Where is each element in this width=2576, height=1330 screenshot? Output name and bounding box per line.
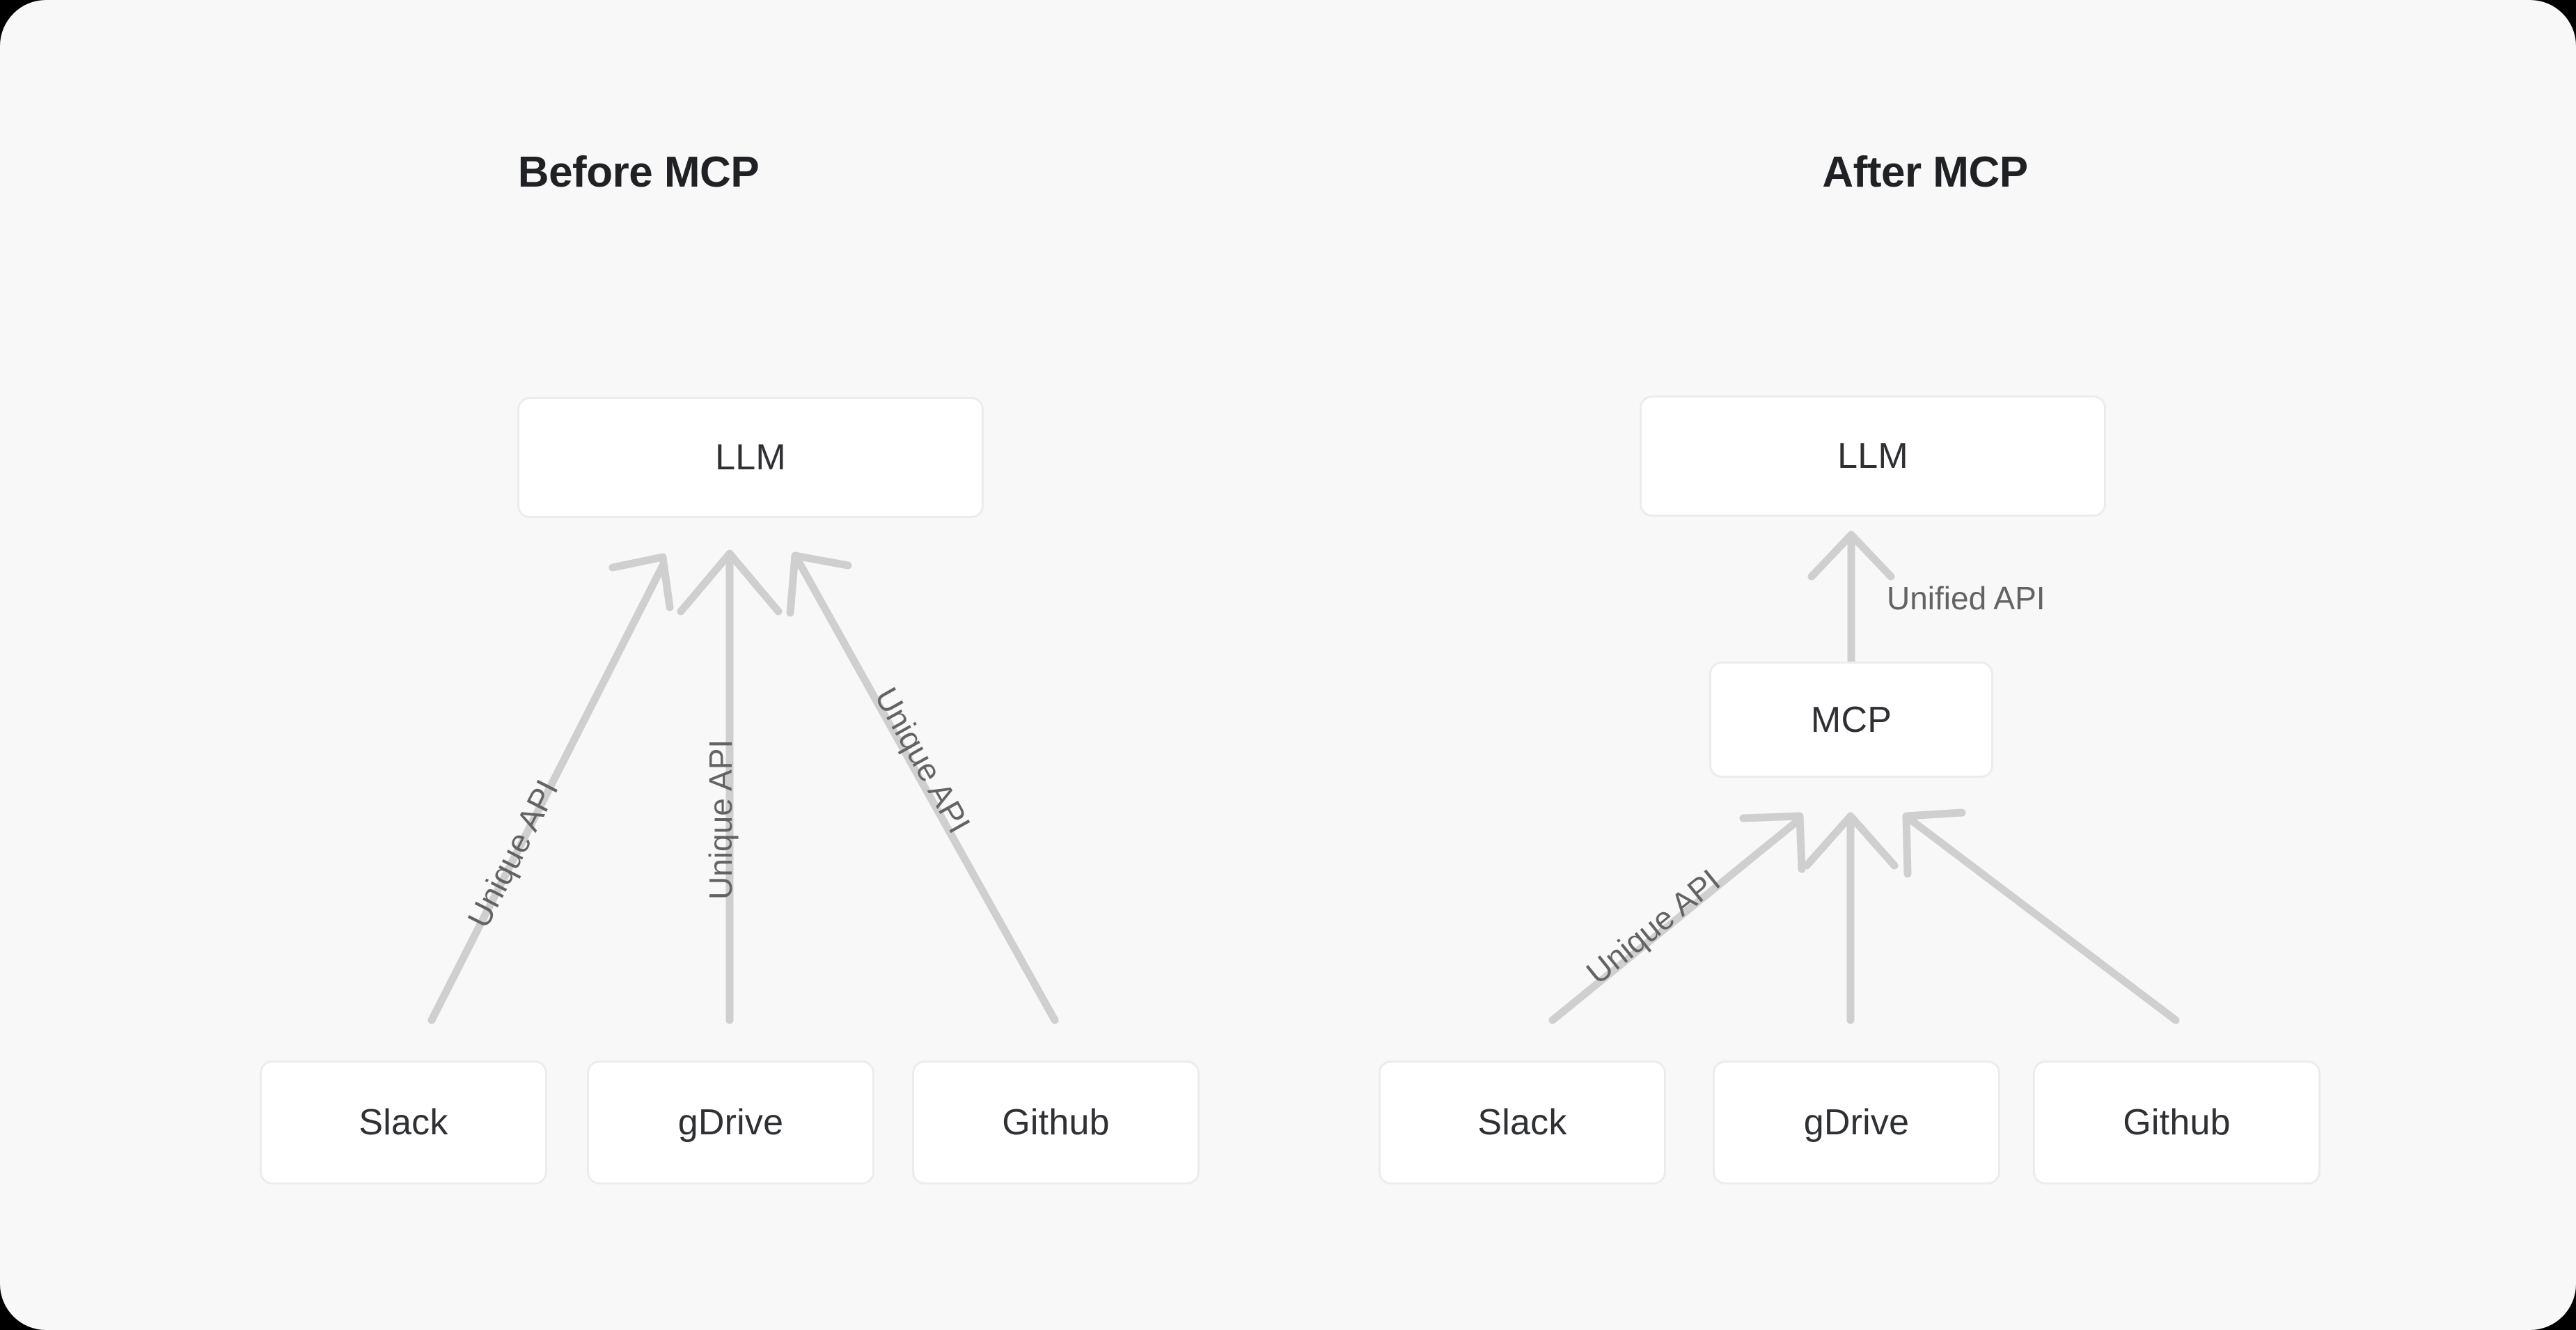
- edge-label-github-to-llm: Unique API: [867, 681, 978, 839]
- node-llm-after[interactable]: LLM: [1640, 396, 2106, 517]
- edge-line-github-to-mcp: [1909, 817, 2180, 1024]
- panel-title-before: Before MCP: [517, 148, 760, 196]
- node-github-after[interactable]: Github: [2033, 1061, 2320, 1184]
- edge-arrowhead-gdrive-to-mcp: [1803, 812, 1899, 870]
- edge-label-slack-to-mcp: Unique API: [1579, 861, 1727, 992]
- node-github-before[interactable]: Github: [912, 1061, 1200, 1184]
- panel-before-mcp: Before MCP Unique API Unique API Unique …: [260, 148, 1200, 1184]
- node-llm-before[interactable]: LLM: [517, 397, 984, 518]
- edge-label-gdrive-to-llm: Unique API: [702, 739, 739, 900]
- panel-title-after: After MCP: [1822, 148, 2028, 196]
- edge-arrowhead-slack-to-mcp: [1739, 812, 1806, 873]
- node-gdrive-before[interactable]: gDrive: [587, 1061, 874, 1184]
- edge-arrowhead-github-to-llm: [786, 551, 852, 617]
- edge-arrowhead-github-to-mcp: [1902, 808, 1966, 878]
- edge-label-slack-to-llm: Unique API: [460, 774, 565, 934]
- node-gdrive-after[interactable]: gDrive: [1713, 1061, 2000, 1184]
- edge-label-mcp-to-llm: Unified API: [1887, 580, 2045, 616]
- edge-arrowhead-slack-to-llm: [608, 553, 674, 611]
- node-slack-before[interactable]: Slack: [260, 1061, 547, 1184]
- edge-arrowhead-mcp-to-llm: [1807, 531, 1895, 581]
- node-slack-after[interactable]: Slack: [1379, 1061, 1666, 1184]
- edge-arrowhead-gdrive-to-llm: [677, 549, 783, 616]
- node-mcp[interactable]: MCP: [1709, 662, 1993, 778]
- panel-after-mcp: After MCP Unified API Unique API LLM MCP…: [1288, 0, 2576, 1330]
